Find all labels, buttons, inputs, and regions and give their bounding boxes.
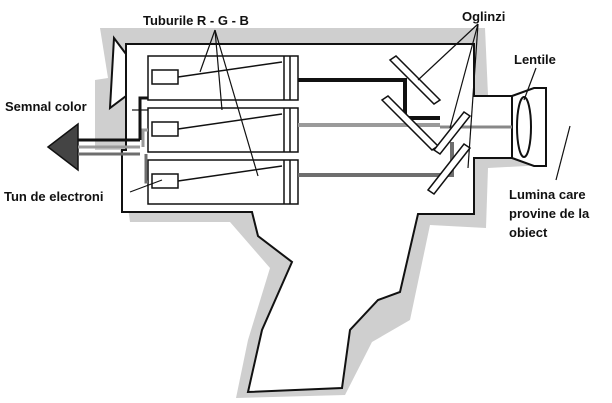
signal-arrow [46, 122, 140, 172]
signal-wires [138, 96, 148, 184]
label-lens: Lentile [514, 52, 556, 67]
label-object-light: Lumina care provine de la obiect [509, 187, 590, 240]
mirror-4 [432, 110, 472, 156]
mirror-1 [388, 55, 442, 105]
label-tubes: Tuburile R - G - B [143, 13, 249, 28]
label-electron-gun: Tun de electroni [4, 189, 104, 204]
lens-barrel [511, 87, 547, 167]
lens-icon [516, 96, 532, 158]
electron-guns [151, 61, 283, 189]
eyepiece [108, 35, 127, 111]
mirror-3 [426, 142, 472, 196]
leader-lines [129, 23, 571, 193]
label-signal: Semnal color [5, 99, 87, 114]
label-mirrors: Oglinzi [462, 9, 506, 24]
mirrors [380, 55, 472, 196]
